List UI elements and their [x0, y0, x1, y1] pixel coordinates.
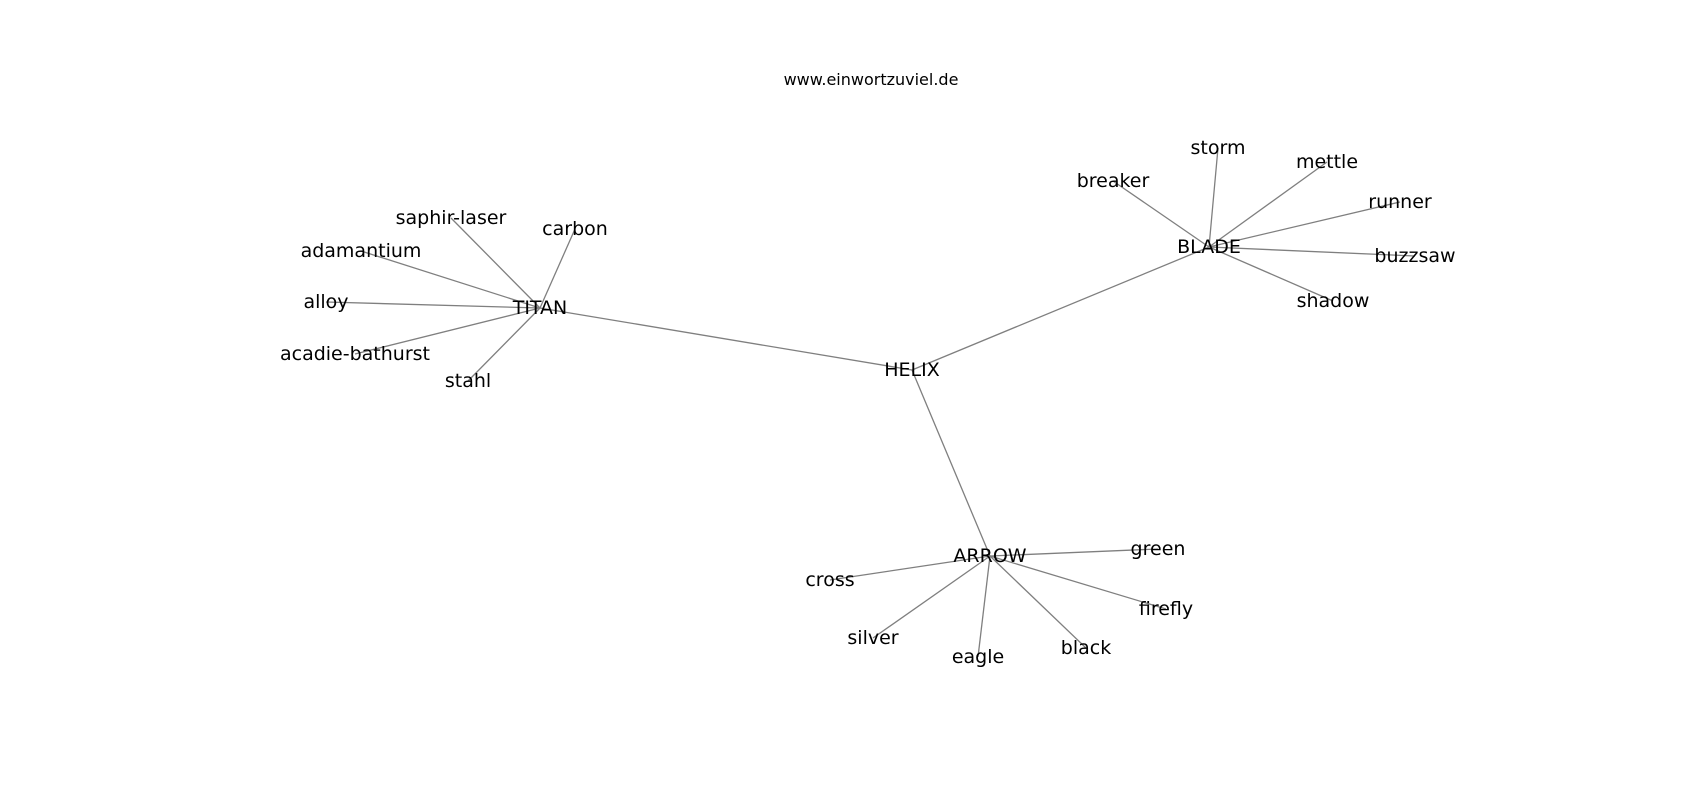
edge-arrow-silver	[872, 555, 991, 639]
node-label-breaker: breaker	[1077, 170, 1150, 192]
node-label-arrow: ARROW	[953, 545, 1026, 567]
edges-layer	[325, 147, 1416, 658]
node-label-stahl: stahl	[445, 370, 491, 392]
node-label-titan: TITAN	[512, 297, 568, 319]
edge-blade-mettle	[1208, 161, 1328, 248]
edge-titan-carbon	[539, 228, 576, 309]
edge-arrow-cross	[829, 555, 991, 581]
node-label-carbon: carbon	[542, 218, 608, 240]
node-label-green: green	[1131, 538, 1186, 560]
node-label-runner: runner	[1368, 191, 1432, 213]
node-label-eagle: eagle	[952, 646, 1004, 668]
edge-helix-blade	[911, 246, 1210, 371]
edge-helix-titan	[539, 307, 913, 371]
edge-titan-acadie-bathurst	[354, 307, 541, 355]
node-label-alloy: alloy	[303, 291, 348, 313]
node-label-silver: silver	[847, 627, 898, 649]
edge-helix-arrow	[911, 369, 991, 557]
edge-titan-saphir-laser	[450, 217, 541, 309]
edge-arrow-green	[989, 548, 1159, 557]
edge-blade-breaker	[1112, 180, 1210, 248]
edge-blade-shadow	[1208, 246, 1334, 302]
node-label-storm: storm	[1191, 137, 1246, 159]
edge-blade-storm	[1208, 147, 1219, 248]
node-label-adamantium: adamantium	[301, 240, 422, 262]
node-label-saphir-laser: saphir-laser	[396, 207, 507, 229]
node-label-blade: BLADE	[1177, 236, 1241, 258]
edge-titan-stahl	[467, 307, 541, 382]
node-label-black: black	[1061, 637, 1111, 659]
edge-blade-buzzsaw	[1208, 246, 1416, 257]
edge-arrow-eagle	[977, 555, 991, 658]
node-label-mettle: mettle	[1296, 151, 1358, 173]
edge-arrow-black	[989, 555, 1087, 649]
node-label-helix: HELIX	[884, 359, 940, 381]
node-label-buzzsaw: buzzsaw	[1374, 245, 1455, 267]
node-label-firefly: firefly	[1139, 598, 1193, 620]
node-label-shadow: shadow	[1297, 290, 1370, 312]
source-url-label: www.einwortzuviel.de	[783, 70, 959, 89]
node-label-acadie-bathurst: acadie-bathurst	[280, 343, 430, 365]
edge-arrow-firefly	[989, 555, 1167, 610]
edge-titan-adamantium	[360, 250, 541, 309]
edge-blade-runner	[1208, 201, 1401, 248]
node-label-cross: cross	[805, 569, 854, 591]
nodes-layer: HELIX TITAN BLADE ARROW saphir-laser carbon ad…	[280, 137, 1456, 668]
edge-titan-alloy	[325, 301, 541, 309]
